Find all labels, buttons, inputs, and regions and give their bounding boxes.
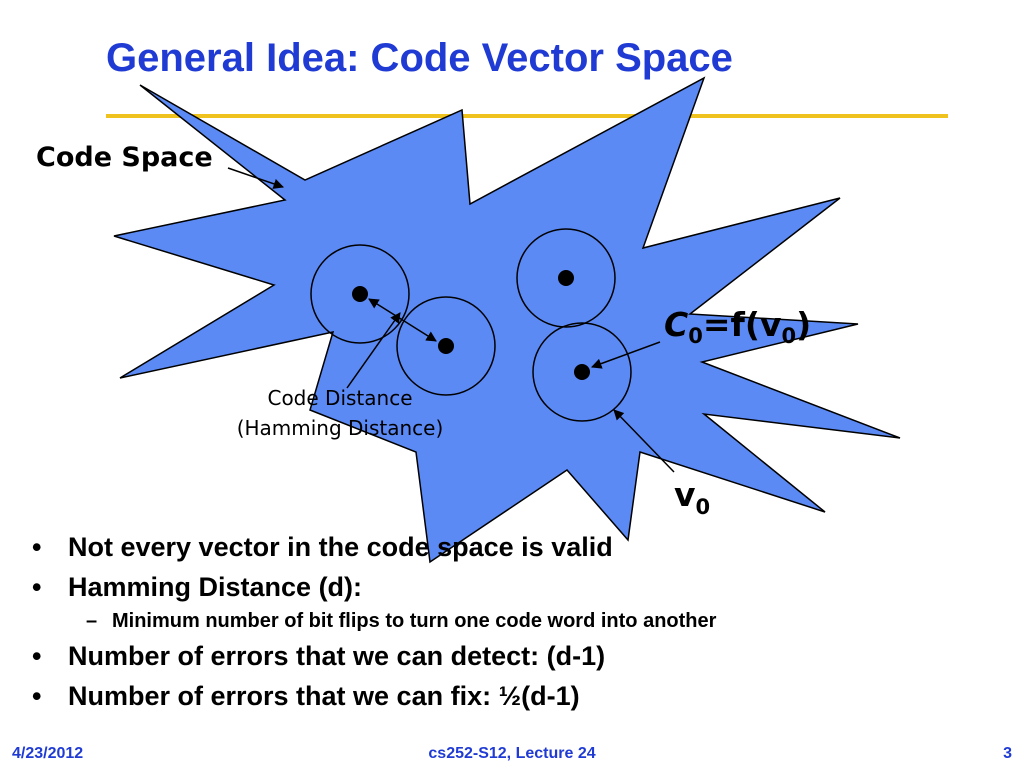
hamming-distance-label: (Hamming Distance) [237,416,444,440]
codeword-circle [396,296,496,396]
sub-bullet-item: –Minimum number of bit flips to turn one… [30,610,990,633]
codeword-dot [574,364,590,380]
slide-title: General Idea: Code Vector Space [106,36,733,80]
footer-course: cs252-S12, Lecture 24 [428,745,596,762]
vector-label: v0 [674,475,710,519]
codeword-circle [310,244,410,344]
bullet-marker: • [32,532,42,562]
bullet-marker: • [32,640,42,671]
bullet-item: • Number of errors that we can detect: (d… [30,641,990,673]
sub-bullet-marker: – [86,609,98,632]
bullet-marker: • [32,680,42,711]
codeword-dot [558,270,574,286]
code-space-pointer [227,167,284,189]
codeword-pointer [591,341,661,369]
bullet-text: Number of errors that we can detect: (d-… [68,640,606,671]
bullet-item: • Number of errors that we can fix: ½(d-1… [30,681,990,713]
distance-arrow [368,298,437,342]
bullet-marker: • [32,571,42,602]
codeword-dot [352,286,368,302]
bullet-text: Hamming Distance (d): [68,571,363,602]
codeword-circle [516,228,616,328]
title-underline [106,114,948,118]
code-distance-label: Code Distance [267,386,412,410]
bullet-text: Not every vector in the code space is va… [68,532,613,562]
vector-pointer [613,409,675,473]
code-distance-pointer [346,312,401,389]
bullet-text: Number of errors that we can fix: ½(d-1) [68,680,580,711]
codeword-dot [438,338,454,354]
codeword-circle [532,322,632,422]
code-space-label: Code Space [36,142,213,173]
codeword-label: C0=f(v0) [664,305,811,348]
footer-page-number: 3 [1003,745,1012,762]
bullet-list: • Not every vector in the code space is v… [30,532,990,720]
code-space-star [113,76,901,564]
sub-bullet-text: Minimum number of bit flips to turn one … [112,609,717,632]
footer-date: 4/23/2012 [12,745,84,762]
bullet-item: • Hamming Distance (d): [30,572,990,604]
bullet-item: • Not every vector in the code space is v… [30,532,990,564]
